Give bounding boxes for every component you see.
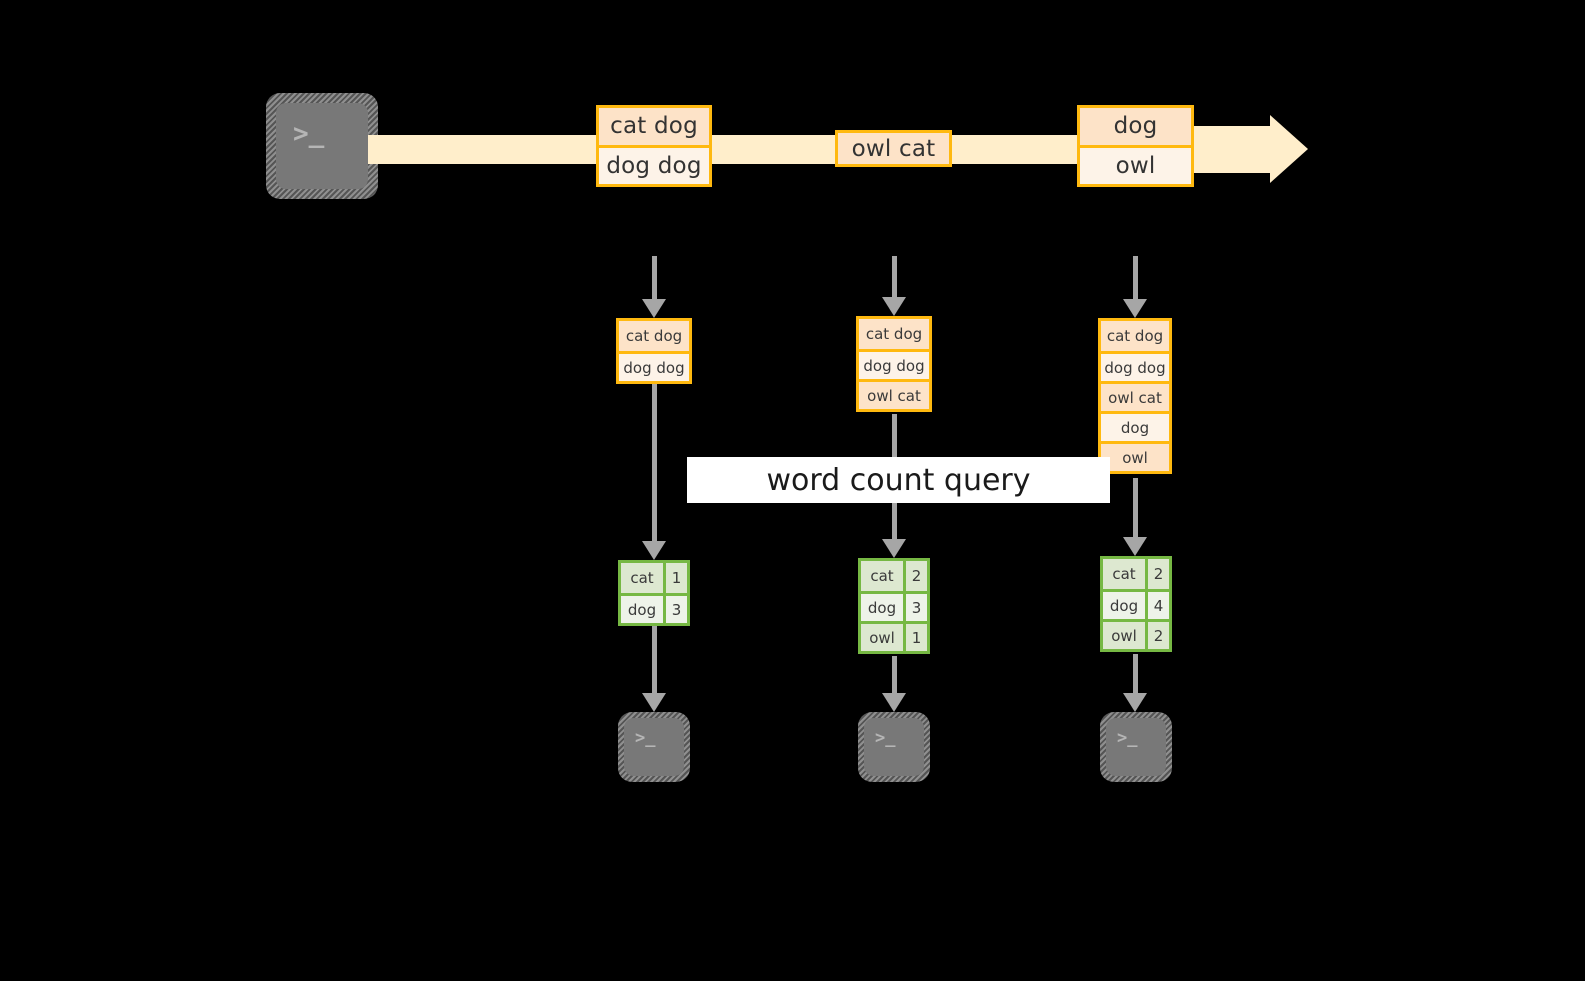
snapshot-row: owl cat xyxy=(1101,381,1169,411)
result-word: owl xyxy=(1103,622,1145,649)
result-word: dog xyxy=(1103,592,1145,619)
terminal-prompt-icon: >_ xyxy=(1117,728,1138,748)
stream-arrow-head xyxy=(1270,115,1308,183)
query-arrow-1-line xyxy=(652,384,657,543)
snapshot-row: dog dog xyxy=(1101,351,1169,381)
snapshot-row: cat dog xyxy=(859,319,929,349)
sink-arrow-2-head xyxy=(882,693,906,712)
sink-2-terminal-body xyxy=(864,718,924,776)
terminal-prompt-icon: >_ xyxy=(875,728,896,748)
snapshot-arrow-3-line xyxy=(1133,256,1138,301)
query-arrow-3-line xyxy=(1133,478,1138,539)
snapshot-arrow-1-head xyxy=(642,299,666,318)
query-arrow-1-head xyxy=(642,541,666,560)
snapshot-row: owl cat xyxy=(859,379,929,409)
stream-event-2[interactable]: owl cat xyxy=(835,130,952,167)
snapshot-row: dog dog xyxy=(859,349,929,379)
query-label: word count query xyxy=(687,457,1110,503)
sink-arrow-3-line xyxy=(1133,654,1138,695)
result-count: 4 xyxy=(1145,592,1169,619)
stream-band-thick xyxy=(1180,126,1270,173)
sink-arrow-1-line xyxy=(652,626,657,695)
stream-event-cell: cat dog xyxy=(599,108,709,145)
source-terminal-body xyxy=(276,103,368,189)
sink-arrow-2-line xyxy=(892,656,897,695)
snapshot-row: owl xyxy=(1101,441,1169,471)
stream-event-cell: owl cat xyxy=(838,133,949,164)
sink-3-terminal-body xyxy=(1106,718,1166,776)
result-word: dog xyxy=(861,594,903,621)
snapshot-row: cat dog xyxy=(619,321,689,351)
source-terminal[interactable]: >_ xyxy=(266,93,378,199)
terminal-prompt-icon: >_ xyxy=(293,119,325,149)
terminal-prompt-icon: >_ xyxy=(635,728,656,748)
sink-1-terminal[interactable]: >_ xyxy=(618,712,690,782)
stream-event-cell: dog dog xyxy=(599,144,709,184)
snapshot-row: cat dog xyxy=(1101,321,1169,351)
result-count: 1 xyxy=(903,624,927,651)
result-count: 3 xyxy=(663,596,687,623)
result-word: cat xyxy=(621,563,663,593)
result-word: owl xyxy=(861,624,903,651)
result-count: 2 xyxy=(1145,622,1169,649)
result-count: 2 xyxy=(1145,559,1169,589)
sink-2-terminal[interactable]: >_ xyxy=(858,712,930,782)
snapshot-row: dog xyxy=(1101,411,1169,441)
query-arrow-2-head xyxy=(882,539,906,558)
result-count: 1 xyxy=(663,563,687,593)
snapshot-row: dog dog xyxy=(619,351,689,381)
result-word: dog xyxy=(621,596,663,623)
sink-1-terminal-body xyxy=(624,718,684,776)
snapshot-arrow-2-line xyxy=(892,256,897,299)
sink-3-terminal[interactable]: >_ xyxy=(1100,712,1172,782)
stream-event-cell: dog xyxy=(1080,108,1191,145)
result-count: 3 xyxy=(903,594,927,621)
result-word: cat xyxy=(861,561,903,591)
sink-arrow-3-head xyxy=(1123,693,1147,712)
sink-arrow-1-head xyxy=(642,693,666,712)
stream-event-cell: owl xyxy=(1080,144,1191,184)
query-arrow-3-head xyxy=(1123,537,1147,556)
snapshot-arrow-1-line xyxy=(652,256,657,301)
snapshot-arrow-2-head xyxy=(882,297,906,316)
result-count: 2 xyxy=(903,561,927,591)
snapshot-arrow-3-head xyxy=(1123,299,1147,318)
result-word: cat xyxy=(1103,559,1145,589)
